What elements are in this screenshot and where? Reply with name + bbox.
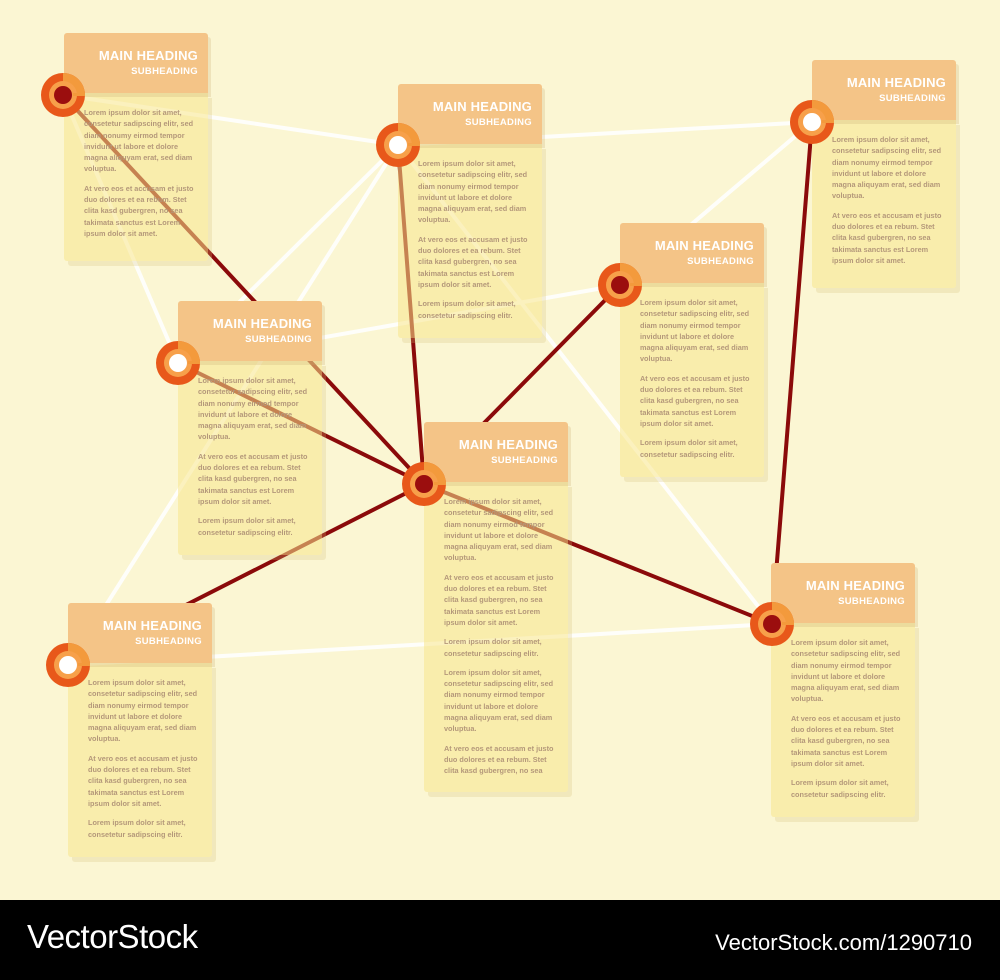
node-light-icon: [156, 341, 200, 385]
card-heading: MAIN HEADING: [432, 99, 532, 114]
card-paragraph: Lorem ipsum dolor sit amet, consetetur s…: [88, 818, 186, 839]
card-paragraph: At vero eos et accusam et justo duo dolo…: [88, 753, 198, 808]
card-subheading: SUBHEADING: [131, 66, 198, 77]
node-dark-icon: [750, 602, 794, 646]
info-card: MAIN HEADING SUBHEADING Lorem ipsum dolo…: [178, 301, 322, 555]
card-paragraph: Lorem ipsum dolor sit amet, consetetur s…: [832, 135, 942, 201]
card-heading: MAIN HEADING: [846, 75, 946, 90]
card-paragraph: At vero eos et accusam et justo duo dolo…: [640, 373, 750, 428]
node-light-icon: [46, 643, 90, 687]
node-dark-icon: [402, 462, 446, 506]
card-header: MAIN HEADING SUBHEADING: [398, 84, 542, 144]
card-body: Lorem ipsum dolor sit amet, consetetur s…: [812, 120, 956, 288]
card-paragraph: Lorem ipsum dolor sit amet, consetetur s…: [198, 376, 308, 442]
card-paragraph: Lorem ipsum dolor sit amet, consetetur s…: [88, 678, 198, 744]
card-heading: MAIN HEADING: [212, 316, 312, 331]
node-light-icon: [376, 123, 420, 167]
node-light-icon: [790, 100, 834, 144]
card-header: MAIN HEADING SUBHEADING: [178, 301, 322, 361]
card-heading: MAIN HEADING: [805, 578, 905, 593]
node-dark-icon: [598, 263, 642, 307]
card-subheading: SUBHEADING: [879, 93, 946, 104]
card-paragraph: At vero eos et accusam et justo duo dolo…: [198, 451, 308, 506]
card-paragraph: Lorem ipsum dolor sit amet, consetetur s…: [198, 516, 296, 537]
card-header: MAIN HEADING SUBHEADING: [620, 223, 764, 283]
card-paragraph: At vero eos et accusam et justo duo dolo…: [791, 713, 901, 768]
card-paragraph: At vero eos et accusam et justo duo dolo…: [444, 572, 554, 627]
card-header: MAIN HEADING SUBHEADING: [64, 33, 208, 93]
card-paragraph: Lorem ipsum dolor sit amet, consetetur s…: [444, 637, 542, 658]
card-body: Lorem ipsum dolor sit amet, consetetur s…: [178, 361, 322, 555]
card-heading: MAIN HEADING: [654, 238, 754, 253]
card-body: Lorem ipsum dolor sit amet, consetetur s…: [620, 283, 764, 477]
card-paragraph: At vero eos et accusam et justo duo dolo…: [444, 743, 554, 776]
info-card: MAIN HEADING SUBHEADING Lorem ipsum dolo…: [424, 422, 568, 792]
info-card: MAIN HEADING SUBHEADING Lorem ipsum dolo…: [771, 563, 915, 817]
card-paragraph: Lorem ipsum dolor sit amet, consetetur s…: [444, 667, 554, 734]
card-paragraph: Lorem ipsum dolor sit amet, consetetur s…: [444, 497, 554, 563]
card-heading: MAIN HEADING: [102, 618, 202, 633]
card-body: Lorem ipsum dolor sit amet, consetetur s…: [771, 623, 915, 817]
card-paragraph: Lorem ipsum dolor sit amet, consetetur s…: [418, 159, 528, 225]
node-dark-icon: [41, 73, 85, 117]
card-paragraph: At vero eos et accusam et justo duo dolo…: [418, 234, 528, 289]
card-subheading: SUBHEADING: [465, 117, 532, 128]
card-subheading: SUBHEADING: [687, 256, 754, 267]
info-card: MAIN HEADING SUBHEADING Lorem ipsum dolo…: [620, 223, 764, 477]
info-card: MAIN HEADING SUBHEADING Lorem ipsum dolo…: [64, 33, 208, 261]
card-paragraph: At vero eos et accusam et justo duo dolo…: [832, 210, 942, 265]
card-header: MAIN HEADING SUBHEADING: [771, 563, 915, 623]
card-paragraph: At vero eos et accusam et justo duo dolo…: [84, 183, 194, 238]
dark-link: [770, 120, 814, 626]
brand-logo: VectorStock: [27, 918, 198, 955]
card-paragraph: Lorem ipsum dolor sit amet, consetetur s…: [791, 638, 901, 704]
image-id: VectorStock.com/1290710: [715, 930, 972, 955]
card-header: MAIN HEADING SUBHEADING: [812, 60, 956, 120]
card-body: Lorem ipsum dolor sit amet, consetetur s…: [68, 663, 212, 857]
card-subheading: SUBHEADING: [135, 636, 202, 647]
card-heading: MAIN HEADING: [98, 48, 198, 63]
watermark-bar: [0, 900, 1000, 980]
card-heading: MAIN HEADING: [458, 437, 558, 452]
card-subheading: SUBHEADING: [491, 455, 558, 466]
card-paragraph: Lorem ipsum dolor sit amet, consetetur s…: [418, 299, 516, 320]
card-body: Lorem ipsum dolor sit amet, consetetur s…: [398, 144, 542, 338]
info-card: MAIN HEADING SUBHEADING Lorem ipsum dolo…: [398, 84, 542, 338]
info-card: MAIN HEADING SUBHEADING Lorem ipsum dolo…: [68, 603, 212, 857]
card-subheading: SUBHEADING: [245, 334, 312, 345]
card-subheading: SUBHEADING: [838, 596, 905, 607]
card-body: Lorem ipsum dolor sit amet, consetetur s…: [64, 93, 208, 261]
diagram-canvas: MAIN HEADING SUBHEADING Lorem ipsum dolo…: [41, 33, 956, 857]
card-paragraph: Lorem ipsum dolor sit amet, consetetur s…: [84, 108, 194, 174]
card-paragraph: Lorem ipsum dolor sit amet, consetetur s…: [640, 438, 738, 459]
card-paragraph: Lorem ipsum dolor sit amet, consetetur s…: [640, 298, 750, 364]
card-header: MAIN HEADING SUBHEADING: [424, 422, 568, 482]
card-body: Lorem ipsum dolor sit amet, consetetur s…: [424, 482, 568, 792]
card-header: MAIN HEADING SUBHEADING: [68, 603, 212, 663]
info-card: MAIN HEADING SUBHEADING Lorem ipsum dolo…: [812, 60, 956, 288]
card-paragraph: Lorem ipsum dolor sit amet, consetetur s…: [791, 778, 889, 799]
